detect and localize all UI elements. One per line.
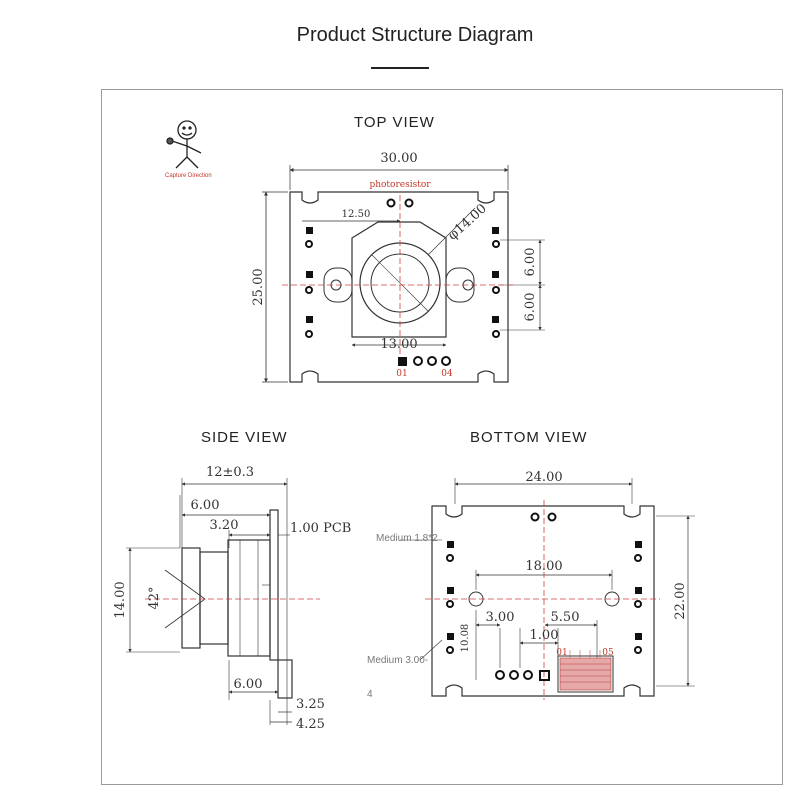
top-height-dim: 25.00 <box>251 268 266 305</box>
title-underline <box>371 67 429 69</box>
connector-hatch <box>560 650 611 683</box>
bottom-x3-dim: 1.00 <box>530 628 559 643</box>
side-a-dim: 6.00 <box>191 498 220 513</box>
side-conn-dim: 6.00 <box>234 677 263 692</box>
photoresistor-label: photoresistor <box>369 180 431 190</box>
top-lens-dia-dim: φ14.00 <box>445 201 489 243</box>
top-lens-width-dim: 13.00 <box>380 337 417 352</box>
bottom-width-dim: 24.00 <box>525 470 562 485</box>
bottom-note-3: 4 <box>367 689 373 700</box>
top-view-label: TOP VIEW <box>354 114 435 131</box>
side-view-label: SIDE VIEW <box>201 429 288 446</box>
side-view-drawing <box>126 478 293 725</box>
side-c-dim: 3.25 <box>296 697 325 712</box>
top-pads <box>305 198 500 366</box>
side-b-dim: 3.20 <box>210 518 239 533</box>
bottom-centerlines <box>425 500 660 700</box>
bottom-height-dim: 22.00 <box>673 582 688 619</box>
side-d-dim: 4.25 <box>296 717 325 732</box>
bottom-x1-dim: 3.00 <box>486 610 515 625</box>
side-total-dim: 12±0.3 <box>206 465 254 480</box>
bottom-note-2: Medium 3.00- <box>367 655 428 666</box>
top-centerlines <box>282 195 515 360</box>
bottom-note-1: Medium 1.8*2 <box>376 533 438 544</box>
top-width-dim: 30.00 <box>380 151 417 166</box>
bottom-pin-last: 05 <box>602 648 614 658</box>
side-angle-dim: 42° <box>147 586 162 609</box>
connector-block <box>559 657 612 691</box>
bottom-hole-span-dim: 18.00 <box>525 559 562 574</box>
bottom-pin-first: 01 <box>556 648 567 658</box>
mascot-icon <box>166 120 202 169</box>
side-pcb-dim: 1.00 PCB <box>290 521 351 536</box>
top-pitch-a-dim: 6.00 <box>523 248 538 277</box>
bottom-y1-dim: 10.08 <box>460 624 471 653</box>
top-pin-last: 04 <box>441 369 453 379</box>
bottom-x2-dim: 5.50 <box>551 610 580 625</box>
page-title: Product Structure Diagram <box>296 24 534 46</box>
top-pitch-b-dim: 6.00 <box>523 293 538 322</box>
top-hole-offset-dim: 12.50 <box>342 209 371 220</box>
bottom-pads <box>446 512 642 681</box>
mascot-caption: Capture Direction <box>165 173 212 179</box>
bottom-view-drawing <box>400 478 695 697</box>
drawing-frame <box>101 89 783 785</box>
bottom-view-label: BOTTOM VIEW <box>470 429 588 446</box>
top-pin-first: 01 <box>396 369 407 379</box>
side-height-dim: 14.00 <box>113 581 128 618</box>
